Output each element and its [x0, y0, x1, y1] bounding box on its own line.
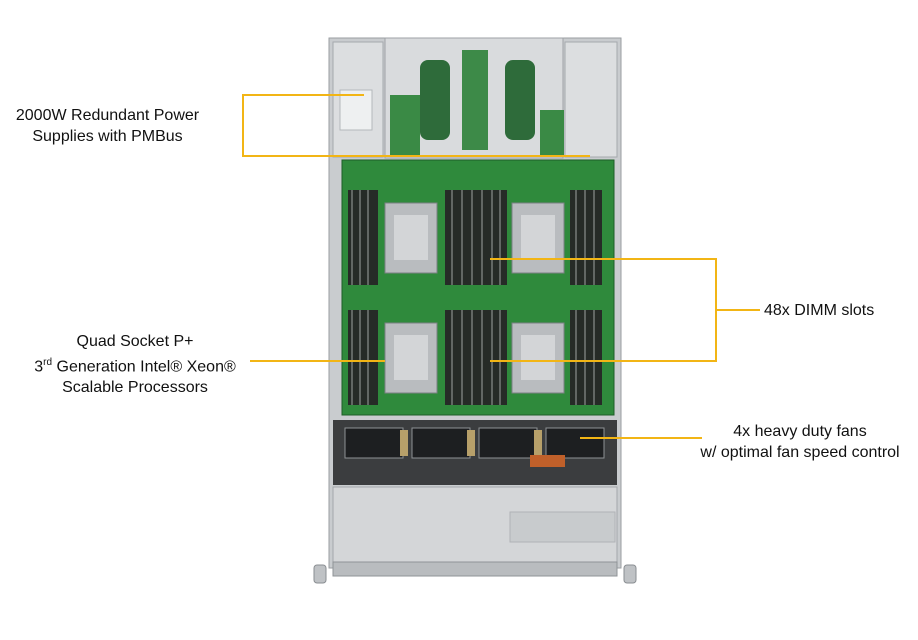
psu-right [564, 41, 618, 158]
handle-left [313, 564, 327, 584]
dimm-callout-line-pointer [715, 309, 760, 311]
cpu-callout-line [250, 360, 385, 362]
dimm-callout-label: 48x DIMM slots [764, 300, 914, 321]
cpu-callout-line1: Quad Socket P+ [76, 333, 194, 350]
fans-callout-line2: w/ optimal fan speed control [700, 444, 900, 461]
cpu-callout-label: Quad Socket P+ 3rd Generation Intel® Xeo… [20, 331, 250, 398]
fans-callout-label: 4x heavy duty fans w/ optimal fan speed … [690, 421, 910, 463]
dimm-callout-line-top [490, 258, 717, 260]
cpu-callout-line2-sup: rd [43, 357, 53, 368]
psu-callout-label: 2000W Redundant Power Supplies with PMBu… [5, 105, 210, 147]
cpu-callout-line2-prefix: 3 [34, 358, 44, 376]
fans [344, 427, 605, 459]
handle-right [623, 564, 637, 584]
fans-callout-line1: 4x heavy duty fans [733, 423, 867, 440]
dimm-callout-line-bottom [490, 360, 717, 362]
cpu-callout-line2: 3rd Generation Intel® Xeon® [20, 352, 250, 377]
psu-callout-line-horizontal-bottom [242, 155, 590, 157]
psu-callout-line-horizontal-top [242, 94, 364, 96]
psu-callout-line1: 2000W Redundant Power [15, 107, 200, 124]
dimm-callout-line1: 48x DIMM slots [764, 302, 875, 319]
dimm-banks [348, 190, 602, 405]
psu-callout-line2: Supplies with PMBus [32, 128, 183, 145]
psu-callout-line-vertical [242, 94, 244, 156]
cpu-callout-line2-rest: Generation Intel® Xeon® [52, 358, 236, 376]
cpu-callout-line3: Scalable Processors [62, 379, 208, 397]
fans-callout-line [580, 437, 702, 439]
